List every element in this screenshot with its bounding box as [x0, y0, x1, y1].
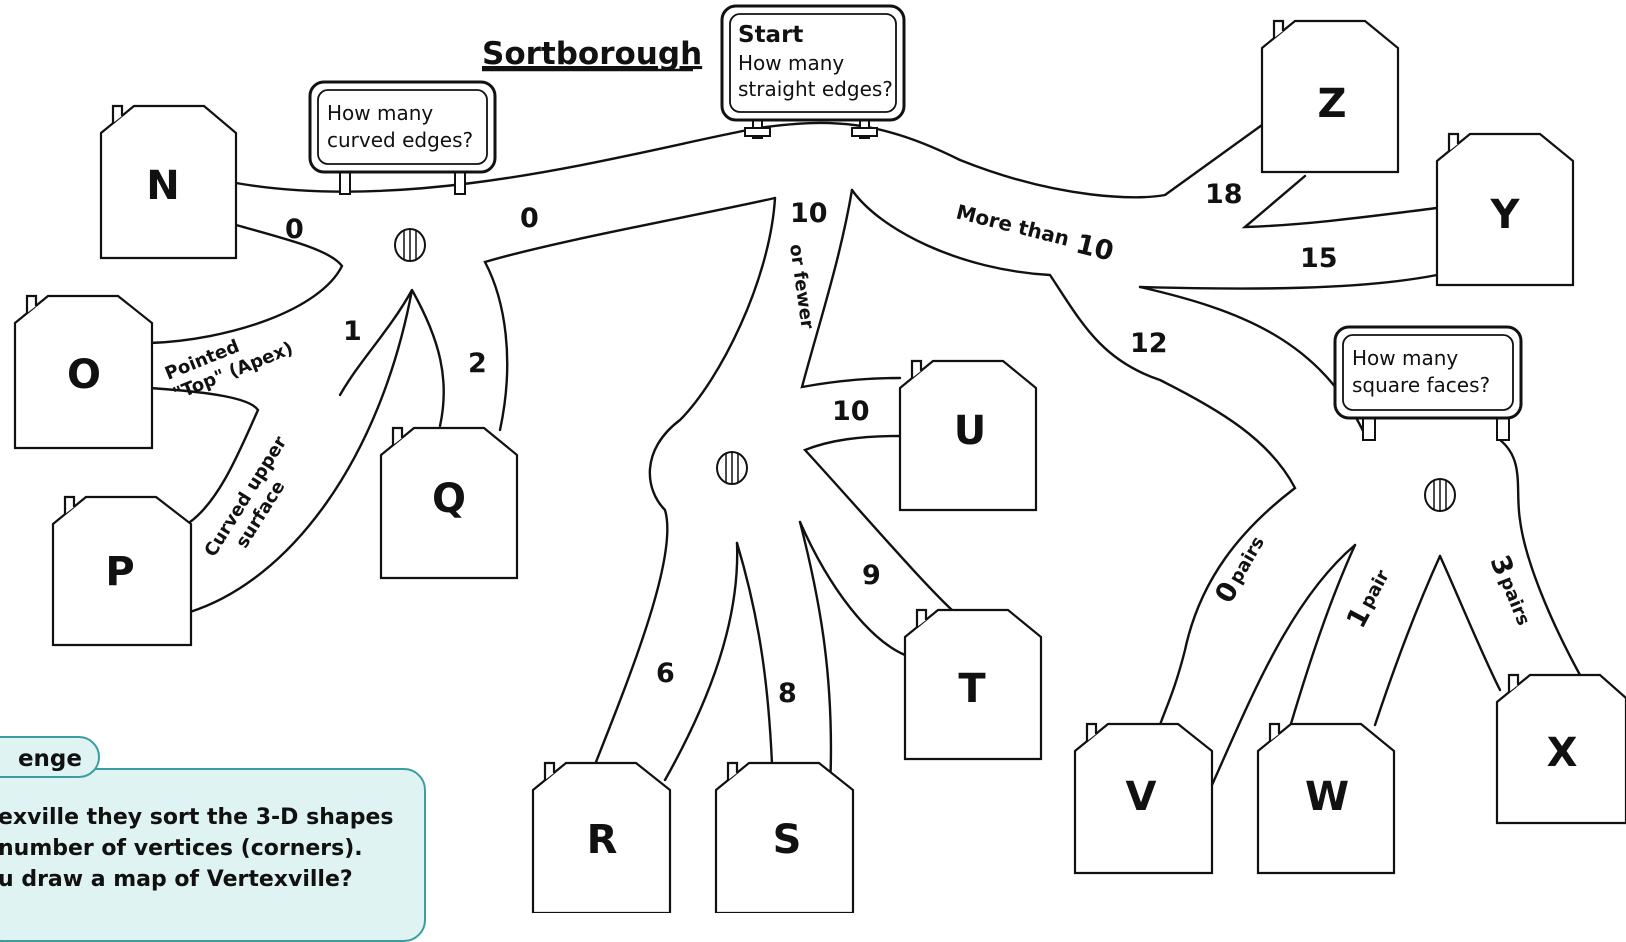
curved-sign-line2: curved edges? [327, 128, 473, 152]
label-2: 2 [468, 348, 487, 379]
label-6: 6 [656, 658, 675, 689]
road-more-than-10-upper [850, 188, 1297, 727]
challenge-tab: enge [0, 736, 100, 778]
label-12: 12 [1130, 328, 1168, 359]
square-sign-line2: square faces? [1352, 373, 1490, 397]
house-n-label: N [146, 163, 179, 209]
road-y-upper [1241, 174, 1439, 229]
road-o-to-p [148, 386, 260, 524]
challenge-line-3: u draw a map of Vertexville? [0, 867, 353, 892]
label-more-than: More than 10 [954, 200, 1117, 268]
house-z: Z [1260, 19, 1400, 174]
label-1-pair: 1 pair [1341, 567, 1394, 634]
road-10-or-fewer-right [800, 188, 902, 389]
road-0-to-o-upper [148, 223, 344, 345]
square-faces-sign: How many square faces? [1333, 325, 1523, 441]
house-z-label: Z [1317, 81, 1346, 127]
house-w-label: W [1305, 774, 1349, 820]
road-w-left [1288, 543, 1357, 729]
label-more-than-num: 10 [1073, 229, 1117, 268]
road-v-right [1210, 543, 1357, 787]
label-8: 8 [778, 678, 797, 709]
label-0-left: 0 [285, 214, 304, 245]
road-x-left [1438, 554, 1502, 692]
curved-edges-sign: How many curved edges? [308, 80, 497, 195]
house-y: Y [1435, 132, 1575, 287]
label-more-than-text: More than [954, 200, 1072, 251]
road-2-to-q-right [483, 196, 777, 432]
house-p: P [51, 495, 193, 647]
curved-sign-line1: How many [327, 101, 433, 125]
label-10-or-fewer-num: 10 [790, 198, 828, 229]
road-u-lower [802, 434, 954, 612]
road-more-than-10-lower [1138, 285, 1367, 437]
square-sign-line1: How many [1352, 346, 1458, 370]
house-t: T [903, 608, 1043, 761]
house-p-label: P [105, 549, 134, 595]
map-title: Sortborough [482, 36, 702, 72]
road-2-to-q-left [410, 288, 445, 428]
house-x: X [1495, 673, 1626, 825]
house-y-label: Y [1490, 192, 1521, 238]
road-r-right [663, 541, 739, 782]
label-1: 1 [343, 316, 362, 347]
junction-curved [394, 228, 426, 262]
junction-straight [716, 451, 748, 485]
road-y-lower [1138, 273, 1439, 290]
label-or-fewer: or fewer [785, 243, 818, 330]
roads [148, 121, 1582, 792]
start-sign-title: Start [738, 22, 803, 48]
label-15: 15 [1300, 243, 1338, 274]
start-sign-line1: How many [738, 51, 844, 75]
label-0-pairs-text: pairs [1225, 533, 1269, 587]
house-o-label: O [67, 352, 101, 398]
house-s-label: S [773, 817, 802, 863]
start-sign-line2: straight edges? [738, 77, 893, 101]
label-or-fewer-text: or fewer [785, 243, 818, 330]
house-q: Q [379, 426, 519, 580]
challenge-line-1: exville they sort the 3-D shapes [0, 805, 394, 830]
house-v-label: V [1126, 774, 1157, 820]
junction-square [1424, 478, 1456, 512]
label-18: 18 [1205, 179, 1243, 210]
label-3-pairs-text: pairs [1495, 574, 1533, 629]
house-s: S [714, 761, 855, 913]
road-1-to-p [188, 289, 414, 614]
sortborough-map: N O P Q R S T U V W [13, 4, 1626, 913]
house-u-label: U [954, 408, 986, 454]
road-s-left [735, 541, 775, 792]
road-s-right [798, 520, 833, 792]
house-w: W [1256, 722, 1396, 875]
house-r-label: R [587, 817, 618, 863]
road-w-right [1373, 554, 1442, 727]
label-0-right: 0 [520, 203, 539, 234]
label-10: 10 [832, 396, 870, 427]
house-t-label: T [958, 666, 986, 712]
label-pointed-top: Pointed "Top" (Apex) [162, 336, 296, 405]
label-9: 9 [862, 560, 881, 591]
challenge-line-2: number of vertices (corners). [0, 836, 363, 861]
start-sign: Start How many straight edges? [720, 4, 906, 139]
road-x-right [1498, 438, 1582, 677]
house-o: O [13, 294, 154, 450]
road-t [798, 520, 907, 657]
house-v: V [1073, 722, 1214, 875]
house-q-label: Q [432, 476, 466, 522]
house-n: N [99, 104, 238, 260]
label-curved-upper: Curved upper surface [200, 433, 291, 561]
house-r: R [531, 761, 672, 913]
house-x-label: X [1547, 730, 1578, 776]
label-1-pair-text: pair [1356, 567, 1393, 612]
road-10-or-fewer-left [583, 196, 777, 792]
house-u: U [898, 359, 1038, 512]
